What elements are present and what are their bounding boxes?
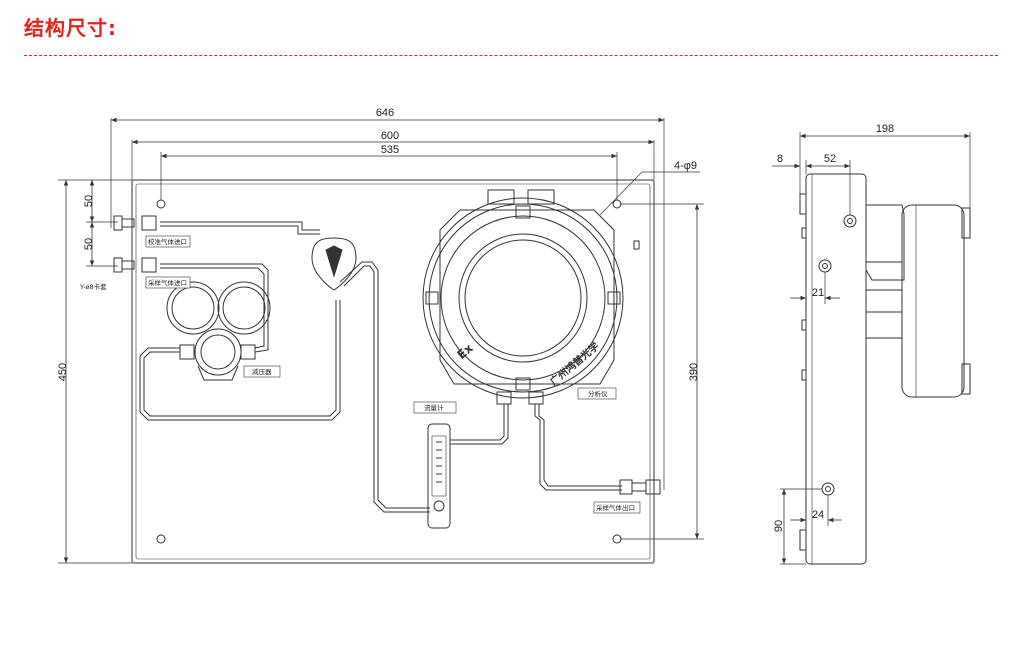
front-view <box>58 117 704 564</box>
pipework <box>139 221 622 513</box>
inlet-fittings <box>113 215 157 273</box>
dimension-lines-top <box>110 117 665 490</box>
regulator-valve <box>311 237 357 291</box>
housing-brand-text: 广州鸿普光学 <box>547 340 601 389</box>
dim-hole-spec: 4-φ9 <box>674 160 697 172</box>
analyzer-housing <box>422 189 624 405</box>
side-view <box>772 132 971 565</box>
side-dim-52: 52 <box>824 153 836 165</box>
side-dim-depth: 198 <box>876 123 894 135</box>
section-heading: 结构尺寸: <box>24 16 117 40</box>
dim-overall-height: 450 <box>57 363 69 381</box>
side-dim-24: 24 <box>812 509 824 521</box>
dim-height-390: 390 <box>688 363 700 381</box>
side-dim-21: 21 <box>812 287 824 299</box>
mounting-hole <box>156 199 166 209</box>
label-analyzer: 分析仪 <box>588 389 608 398</box>
label-sample-gas-outlet: 采样气体出口 <box>596 503 635 512</box>
dim-width-535: 535 <box>381 144 399 156</box>
mounting-hole <box>612 199 622 209</box>
side-dim-90: 90 <box>773 520 785 532</box>
flowmeter-body <box>427 423 451 529</box>
mounting-hole <box>612 534 622 544</box>
dimension-lines-right <box>599 171 704 540</box>
mounting-hole <box>156 534 166 544</box>
side-plate <box>805 173 867 565</box>
dim-overall-width: 646 <box>376 107 394 119</box>
label-flowmeter: 流量计 <box>424 403 444 412</box>
heading-divider <box>24 55 998 56</box>
label-y-fitting: Y-ø8卡套 <box>79 282 107 291</box>
ex-mark: Ex <box>454 341 475 362</box>
label-pressure-reducer: 减压器 <box>252 367 272 376</box>
side-dim-8: 8 <box>777 153 783 165</box>
pressure-gauges <box>166 281 271 381</box>
dim-width-600: 600 <box>381 130 399 142</box>
label-sample-gas-inlet: 采样气体进口 <box>148 278 187 287</box>
dimension-lines-left <box>58 179 132 564</box>
mounting-plate <box>131 179 655 564</box>
label-calib-gas-inlet: 校准气体进口 <box>148 237 187 246</box>
outlet-fitting <box>619 479 661 495</box>
dim-spacing-50-b: 50 <box>83 238 95 250</box>
dim-spacing-50-a: 50 <box>83 195 95 207</box>
